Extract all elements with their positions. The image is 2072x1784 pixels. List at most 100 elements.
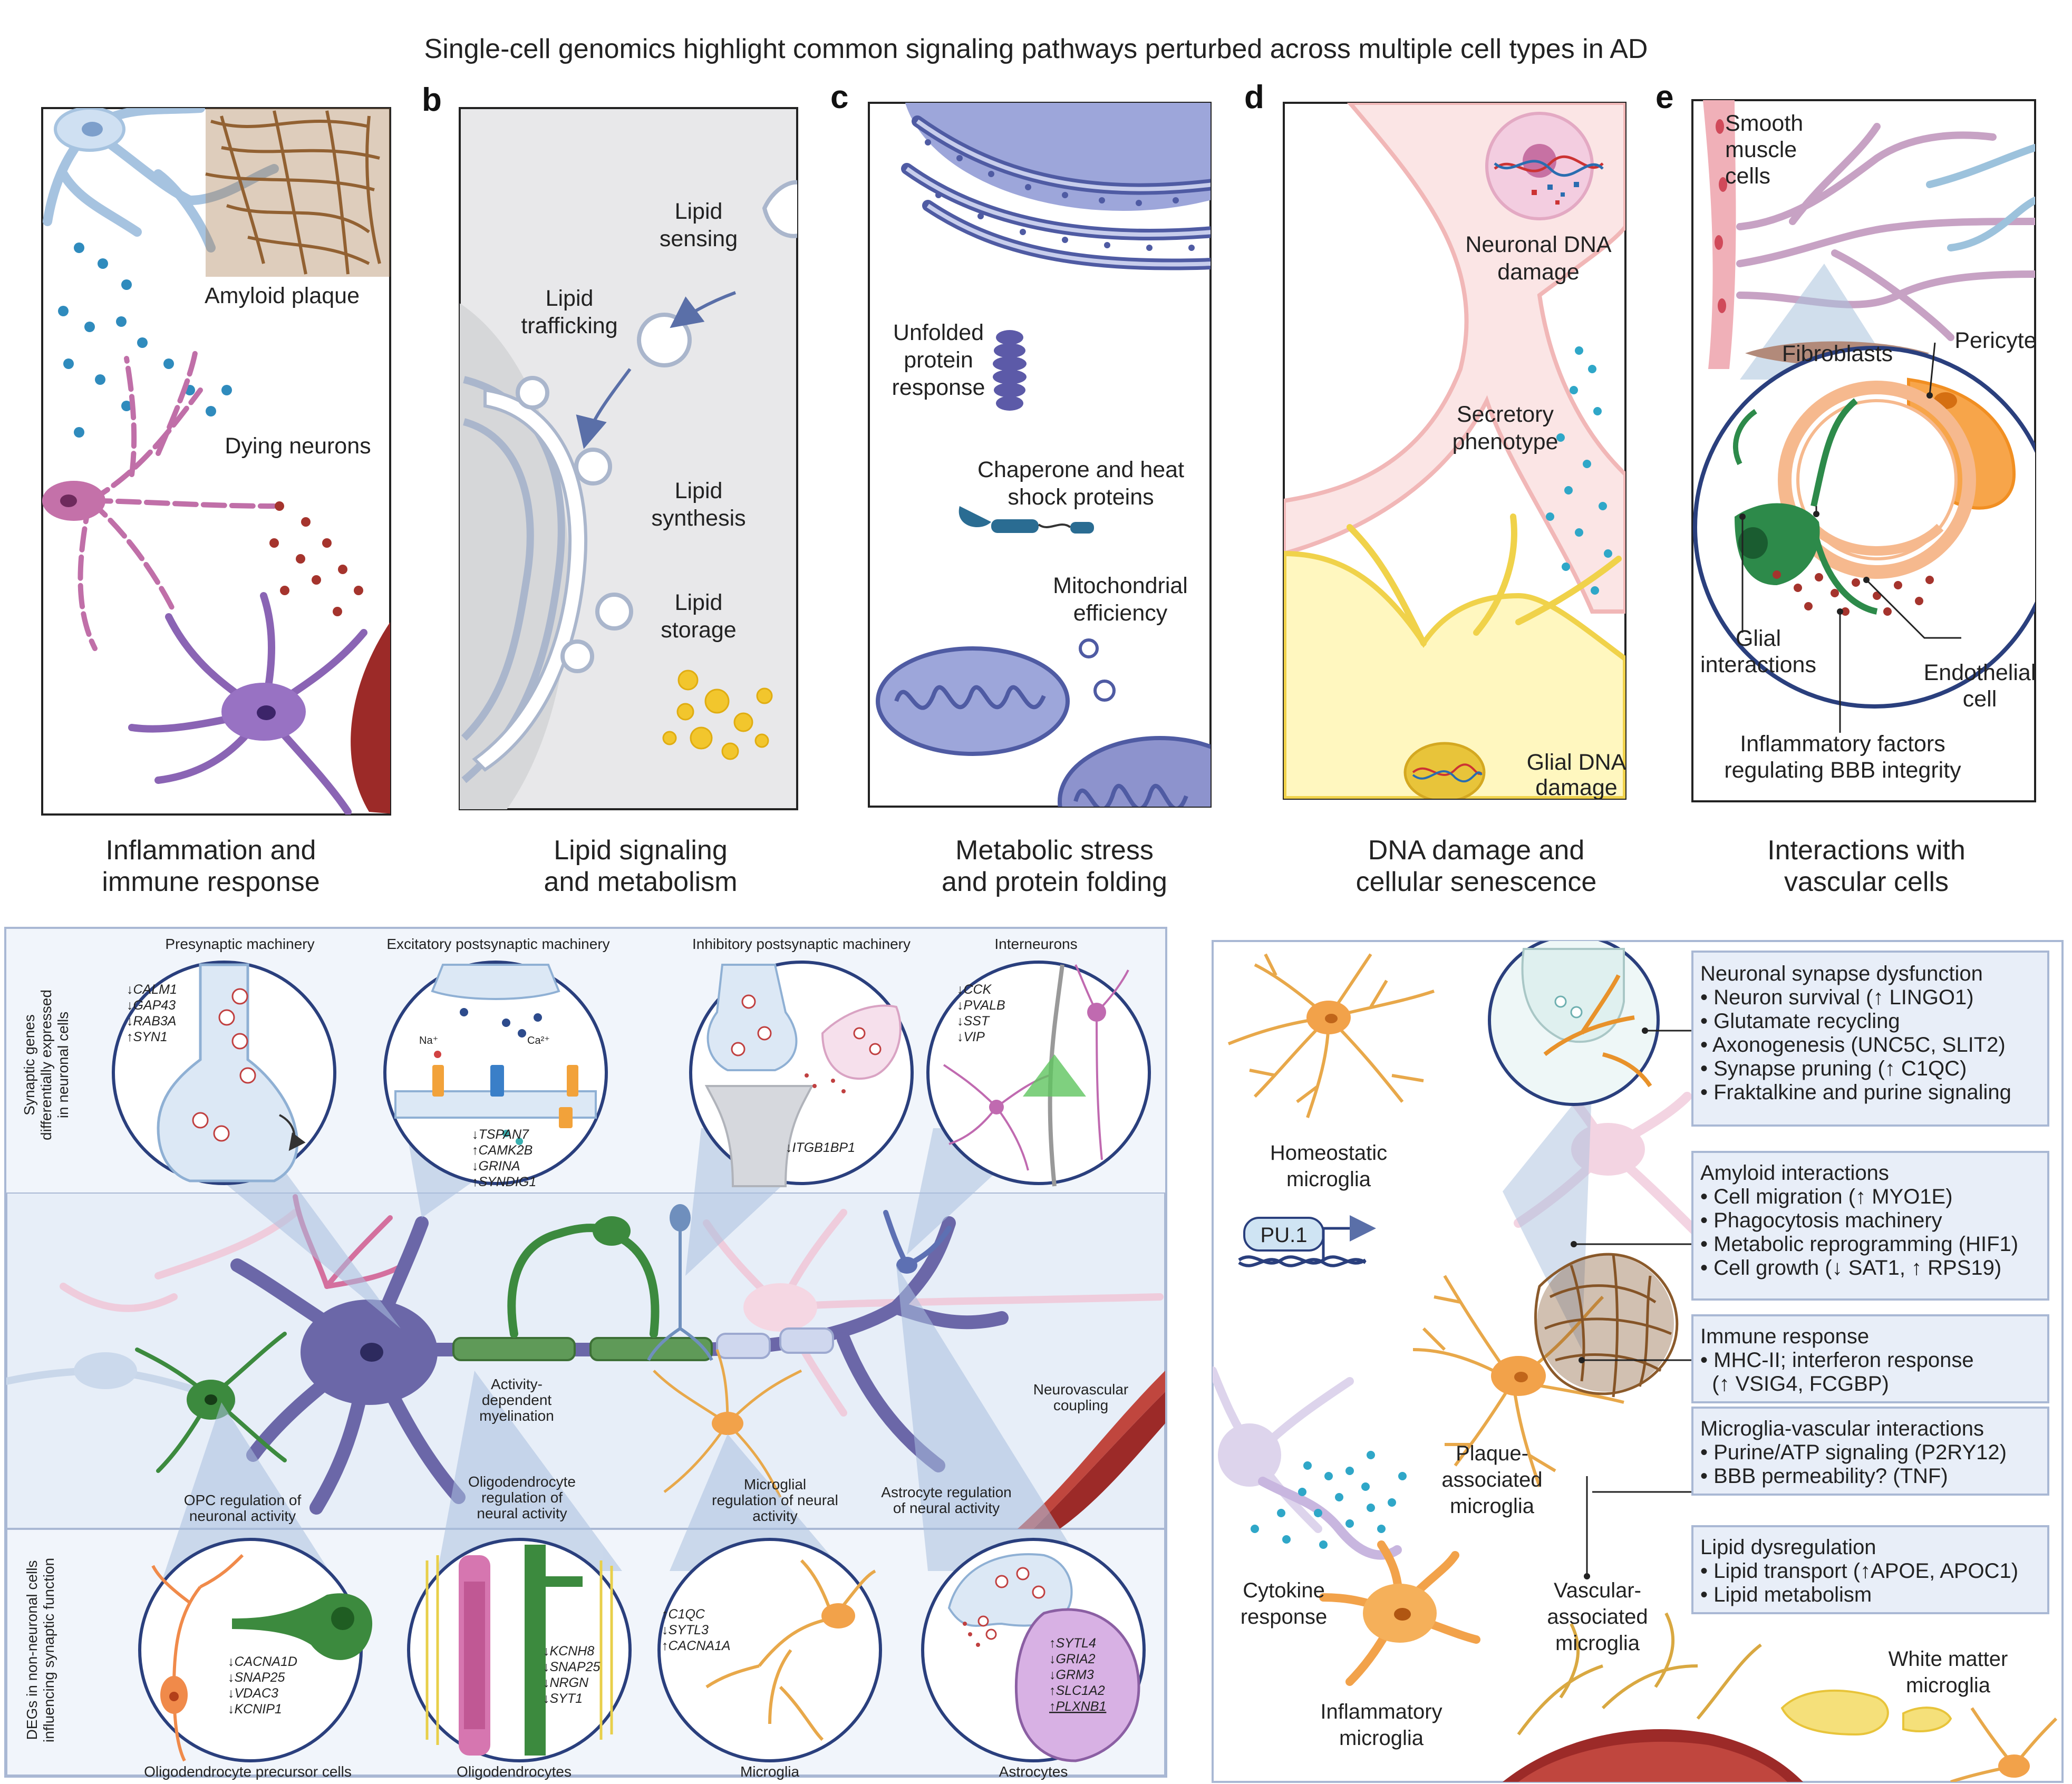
panel-a-inflammation: Amyloid plaque Dying neurons Inflammatio… <box>41 107 391 897</box>
circle-inhibitory: Inhibitory postsynaptic machinery ↓ITGB1… <box>689 936 914 1187</box>
astro-title: Astrocytes <box>999 1763 1068 1780</box>
panel-e-letter: e <box>1655 79 1673 115</box>
astro-gene-1: ↑SYTL4 <box>1049 1636 1096 1651</box>
label-pu1: PU.1 <box>1261 1224 1308 1247</box>
presynaptic-title: Presynaptic machinery <box>165 936 314 952</box>
label-astrocyte-regulation-2: of neural activity <box>893 1500 1000 1516</box>
label-plaque-3: microglia <box>1450 1495 1535 1518</box>
astro-gene-2: ↓GRIA2 <box>1049 1652 1096 1666</box>
synapse-side-top-2: differentially expressed <box>38 990 54 1140</box>
label-activity-myelination-1: Activity- <box>491 1376 543 1392</box>
label-plaque-1: Plaque- <box>1456 1442 1528 1465</box>
box-vascular-interactions: Microglia-vascular interactions • Purine… <box>1691 1407 2049 1496</box>
panel-e-label-smc-2: muscle <box>1725 137 1797 162</box>
panel-e-label-inflammatory-1: Inflammatory factors <box>1740 731 1945 757</box>
label-cytokine-2: response <box>1241 1605 1328 1628</box>
panel-d-label-secretory-2: phenotype <box>1453 429 1558 454</box>
box1-item-1: • Neuron survival (↑ LINGO1) <box>1700 986 1974 1009</box>
label-astrocyte-regulation-1: Astrocyte regulation <box>881 1484 1011 1500</box>
label-inflammatory-1: Inflammatory <box>1320 1700 1442 1723</box>
panel-a-label-amyloid: Amyloid plaque <box>205 283 360 308</box>
label-white-matter-1: White matter <box>1889 1647 2008 1671</box>
label-homeostatic-2: microglia <box>1286 1168 1371 1191</box>
panel-b-label-sensing-1: Lipid <box>675 199 723 224</box>
label-cytokine-1: Cytokine <box>1243 1579 1325 1602</box>
panel-d-label-secretory-1: Secretory <box>1457 402 1554 427</box>
opc-gene-3: ↓VDAC3 <box>228 1686 278 1701</box>
box1-title: Neuronal synapse dysfunction <box>1700 962 1983 985</box>
opc-gene-2: ↓SNAP25 <box>228 1670 285 1685</box>
box2-item-4: • Cell growth (↓ SAT1, ↑ RPS19) <box>1700 1256 2001 1279</box>
excitatory-gene-1: ↓TSPAN7 <box>472 1127 529 1142</box>
box1-item-4: • Synapse pruning (↑ C1QC) <box>1700 1057 1967 1080</box>
label-microglial-regulation-2: regulation of neural <box>712 1492 838 1508</box>
panel-e-label-inflammatory-2: regulating BBB integrity <box>1724 758 1961 783</box>
panel-b-caption-1: Lipid signaling <box>554 835 728 866</box>
presynaptic-gene-4: ↑SYN1 <box>127 1030 168 1044</box>
label-white-matter-2: microglia <box>1906 1674 1991 1697</box>
panel-e-label-fibroblasts: Fibroblasts <box>1782 341 1893 366</box>
box4-item-1: • Purine/ATP signaling (P2RY12) <box>1700 1441 2007 1464</box>
panel-b-label-trafficking-1: Lipid <box>546 286 594 311</box>
oligo-gene-1: ↓KCNH8 <box>543 1644 594 1659</box>
synapse-side-bottom-1: DEGs in non-neuronal cells <box>24 1560 40 1740</box>
box1-item-3: • Axonogenesis (UNC5C, SLIT2) <box>1700 1033 2006 1056</box>
circle-presynaptic: Presynaptic machinery ↓CALM1 ↓GAP43 ↓RAB… <box>112 936 336 1185</box>
astro-gene-3: ↓GRM3 <box>1049 1667 1094 1682</box>
label-vascular-2: associated <box>1547 1605 1648 1628</box>
circle-interneurons: Interneurons ↓CCK ↓PVALB ↓SST ↓VIP <box>926 936 1151 1187</box>
interneurons-gene-1: ↓CCK <box>957 982 992 997</box>
astro-gene-5: ↑PLXNB1 <box>1049 1699 1106 1714</box>
opc-gene-4: ↓KCNIP1 <box>228 1702 282 1717</box>
panel-d-label-glial-1: Glial DNA <box>1527 750 1626 775</box>
panel-c-letter: c <box>830 79 848 115</box>
box4-title: Microglia-vascular interactions <box>1700 1417 1984 1440</box>
microglia-gene-2: ↓SYTL3 <box>662 1623 709 1637</box>
panel-c-label-chaperone-2: shock proteins <box>1008 484 1154 510</box>
box3-item-1: • MHC-II; interferon response <box>1700 1349 1974 1372</box>
panel-d-dna-damage: d <box>1244 79 1626 897</box>
panel-b-label-storage-2: storage <box>661 617 736 643</box>
oligo-gene-3: ↓NRGN <box>543 1675 589 1690</box>
microglia-title: Microglia <box>740 1763 799 1780</box>
oligo-title: Oligodendrocytes <box>457 1763 572 1780</box>
panel-c-caption-1: Metabolic stress <box>955 835 1154 866</box>
label-oligo-regulation-1: Oligodendrocyte <box>468 1473 576 1490</box>
microglia-panel: Homeostatic microglia PU.1 Plaque- assoc… <box>1212 940 2064 1783</box>
circle-opc: ↓CACNA1D ↓SNAP25 ↓VDAC3 ↓KCNIP1 Oligoden… <box>138 1538 373 1780</box>
box1-item-2: • Glutamate recycling <box>1700 1010 1900 1033</box>
circle-astrocytes: ↑SYTL4 ↓GRIA2 ↓GRM3 ↑SLC1A2 ↑PLXNB1 Astr… <box>921 1538 1146 1780</box>
panel-b-label-trafficking-2: trafficking <box>521 313 617 338</box>
box2-item-1: • Cell migration (↑ MYO1E) <box>1700 1185 1953 1208</box>
panel-b-label-storage-1: Lipid <box>675 590 723 615</box>
panel-e-label-glial-1: Glial <box>1736 626 1781 651</box>
panel-a-label-dying: Dying neurons <box>225 433 371 459</box>
box1-item-5: • Fraktalkine and purine signaling <box>1700 1081 2011 1104</box>
synapse-side-top-3: in neuronal cells <box>55 1012 71 1118</box>
label-plaque-2: associated <box>1441 1468 1542 1491</box>
panel-d-caption-1: DNA damage and <box>1368 835 1585 866</box>
panel-e-label-endothelial-1: Endothelial <box>1924 660 2036 685</box>
label-activity-myelination-3: myelination <box>479 1408 554 1424</box>
box2-item-3: • Metabolic reprogramming (HIF1) <box>1700 1233 2018 1256</box>
panel-c-label-upr-3: response <box>892 375 985 400</box>
panel-a-caption-1: Inflammation and <box>106 835 316 866</box>
panel-b-label-synthesis-2: synthesis <box>651 506 745 531</box>
interneurons-gene-3: ↓SST <box>957 1014 990 1029</box>
label-neurovascular-1: Neurovascular <box>1033 1381 1129 1398</box>
panel-c-label-mito-2: efficiency <box>1073 600 1168 626</box>
circle-microglia: ↑C1QC ↓SYTL3 ↑CACNA1A Microglia <box>657 1538 882 1780</box>
panel-d-label-neuronal-2: damage <box>1497 259 1579 285</box>
panel-e-label-pericyte: Pericyte <box>1954 328 2036 353</box>
inhibitory-title: Inhibitory postsynaptic machinery <box>692 936 911 952</box>
panel-b-label-synthesis-1: Lipid <box>675 478 723 503</box>
synapse-side-bottom-2: influencing synaptic function <box>41 1558 57 1742</box>
label-inflammatory-2: microglia <box>1339 1727 1424 1750</box>
label-vascular-1: Vascular- <box>1554 1579 1641 1602</box>
panel-e-label-endothelial-2: cell <box>1963 686 1997 712</box>
label-opc-regulation-2: neuronal activity <box>189 1508 296 1524</box>
excitatory-gene-3: ↓GRINA <box>472 1159 520 1174</box>
opc-gene-1: ↓CACNA1D <box>228 1654 297 1669</box>
box2-title: Amyloid interactions <box>1700 1161 1889 1185</box>
panel-c-metabolic: c <box>830 79 1212 897</box>
